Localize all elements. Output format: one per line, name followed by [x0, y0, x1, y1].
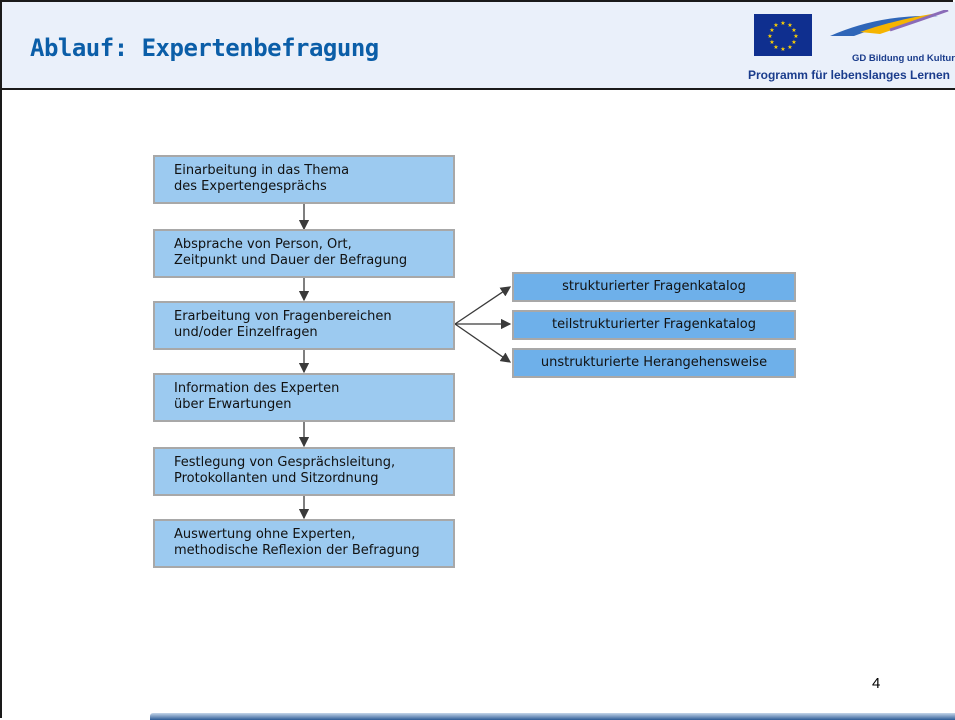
flow-step-1: Einarbeitung in das Thema des Expertenge… [153, 155, 455, 204]
svg-text:★: ★ [791, 27, 796, 34]
svg-text:★: ★ [791, 39, 796, 46]
flow-step-4: Information des Experten über Erwartunge… [153, 373, 455, 422]
flow-option-1: strukturierter Fragenkatalog [512, 272, 796, 302]
svg-text:★: ★ [780, 46, 785, 53]
slide-title: Ablauf: Expertenbefragung [30, 34, 379, 62]
flow-step-3: Erarbeitung von Fragenbereichen und/oder… [153, 301, 455, 350]
logo-tagline: GD Bildung und Kultur [852, 53, 955, 64]
flow-option-3: unstrukturierte Herangehensweise [512, 348, 796, 378]
flow-step-6: Auswertung ohne Experten, methodische Re… [153, 519, 455, 568]
flow-step-5: Festlegung von Gesprächsleitung, Protoko… [153, 447, 455, 496]
header-divider [2, 88, 955, 90]
svg-text:★: ★ [773, 22, 778, 29]
logo-subtitle: Programm für lebenslanges Lernen [747, 68, 950, 82]
svg-text:★: ★ [773, 44, 778, 51]
svg-text:★: ★ [787, 44, 792, 51]
svg-text:★: ★ [780, 20, 785, 27]
connector-step3-option3 [454, 323, 512, 363]
svg-text:★: ★ [769, 27, 774, 34]
flow-option-2: teilstrukturierter Fragenkatalog [512, 310, 796, 340]
svg-text:★: ★ [767, 33, 772, 40]
svg-text:★: ★ [769, 39, 774, 46]
connector-step3-option1 [454, 286, 512, 325]
page-number: 4 [872, 675, 881, 692]
eu-flag-icon: ★ ★ ★ ★ ★ ★ ★ ★ ★ ★ ★ ★ [754, 14, 812, 56]
svg-text:★: ★ [793, 33, 798, 40]
svg-text:★: ★ [787, 22, 792, 29]
programme-logo-icon [820, 8, 950, 60]
flow-step-2: Absprache von Person, Ort, Zeitpunkt und… [153, 229, 455, 278]
footer-bar [150, 713, 955, 720]
